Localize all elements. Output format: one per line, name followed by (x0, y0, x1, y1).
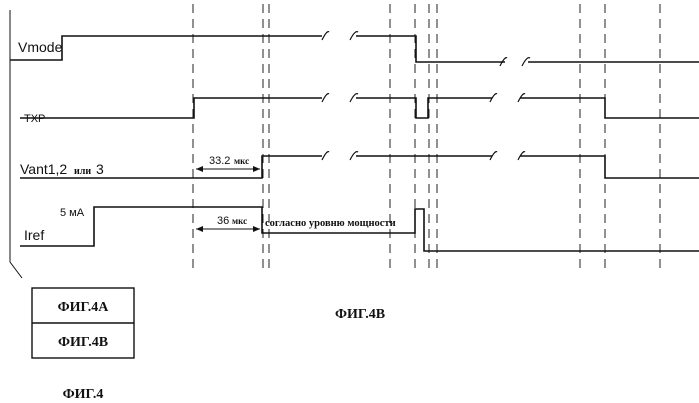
delay2-value: 36 (217, 215, 229, 227)
time-guides (193, 4, 660, 268)
vant-or-label: или (74, 166, 91, 177)
vant-label: Vant1,2 (20, 161, 67, 177)
figure-caption: ФИГ.4B (335, 307, 385, 322)
txp-waveform (20, 98, 699, 118)
power-level-note: согласно уровню мощности (265, 218, 396, 229)
txp-break-marks (322, 94, 525, 102)
iref-level-label: 5 мA (60, 207, 85, 219)
legend-item-b: ФИГ.4B (58, 335, 108, 350)
main-caption: ФИГ.4 (63, 387, 104, 402)
vant-waveform (20, 156, 699, 178)
vmode-break-marks (322, 32, 530, 66)
delay1-unit: мкс (234, 156, 249, 166)
vmode-label: Vmode (18, 39, 63, 55)
delay1-value: 33.2 (209, 155, 230, 167)
vmode-waveform (10, 36, 699, 62)
txp-label: TXP (24, 113, 45, 125)
iref-label: Iref (24, 227, 44, 243)
iref-waveform (20, 207, 699, 251)
vant-number-label: 3 (96, 161, 104, 177)
legend-item-a: ФИГ.4A (58, 300, 110, 315)
delay2-unit: мкс (232, 216, 247, 226)
